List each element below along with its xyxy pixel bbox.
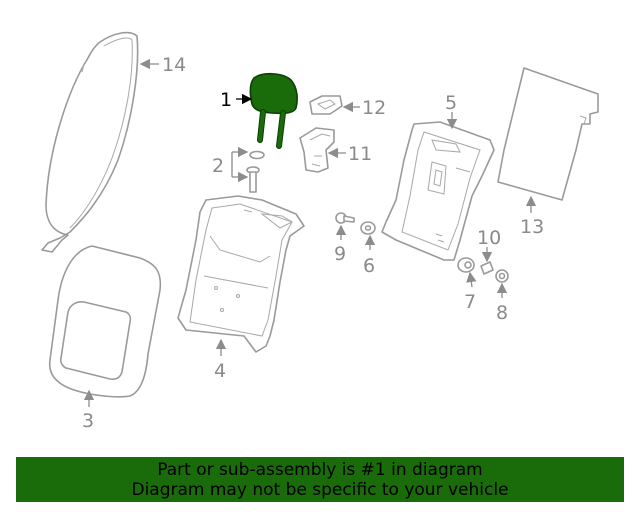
bolt-part-9[interactable]: [335, 212, 355, 224]
callout-6: 6: [363, 255, 375, 277]
callout-2: 2: [212, 155, 224, 177]
headrest-guide-part-2[interactable]: [246, 150, 265, 193]
banner-line-2: Diagram may not be specific to your vehi…: [131, 479, 509, 500]
washer-part-6[interactable]: [360, 221, 376, 235]
callout-1: 1: [220, 89, 232, 111]
washer-part-8[interactable]: [495, 269, 509, 283]
seat-cushion-part-3[interactable]: [48, 245, 162, 398]
callout-8: 8: [496, 302, 508, 324]
parts-diagram: 14 1 2 12 11 5: [41, 31, 599, 432]
seat-back-frame-part-5[interactable]: [381, 121, 495, 261]
seat-back-pad-part-4[interactable]: [177, 195, 305, 353]
callout-11: 11: [348, 143, 372, 165]
callout-10: 10: [477, 227, 501, 249]
callout-9: 9: [334, 243, 346, 265]
callout-14: 14: [162, 54, 186, 76]
banner-line-1: Part or sub-assembly is #1 in diagram: [157, 459, 483, 480]
latch-part-11[interactable]: [299, 127, 335, 173]
callout-5: 5: [445, 92, 457, 114]
nut-part-7[interactable]: [457, 257, 475, 273]
callout-7: 7: [464, 291, 476, 313]
back-panel-part-13[interactable]: [497, 67, 599, 201]
headrest-part-1[interactable]: [249, 72, 298, 149]
callout-12: 12: [362, 97, 386, 119]
callout-3: 3: [82, 410, 94, 432]
callout-4: 4: [214, 360, 226, 382]
fitment-notice-banner: Part or sub-assembly is #1 in diagram Di…: [16, 457, 624, 502]
bracket-part-12[interactable]: [309, 95, 343, 115]
callout-13: 13: [520, 216, 544, 238]
seat-back-cover-part-14[interactable]: [41, 31, 139, 253]
spacer-part-10[interactable]: [480, 261, 494, 275]
